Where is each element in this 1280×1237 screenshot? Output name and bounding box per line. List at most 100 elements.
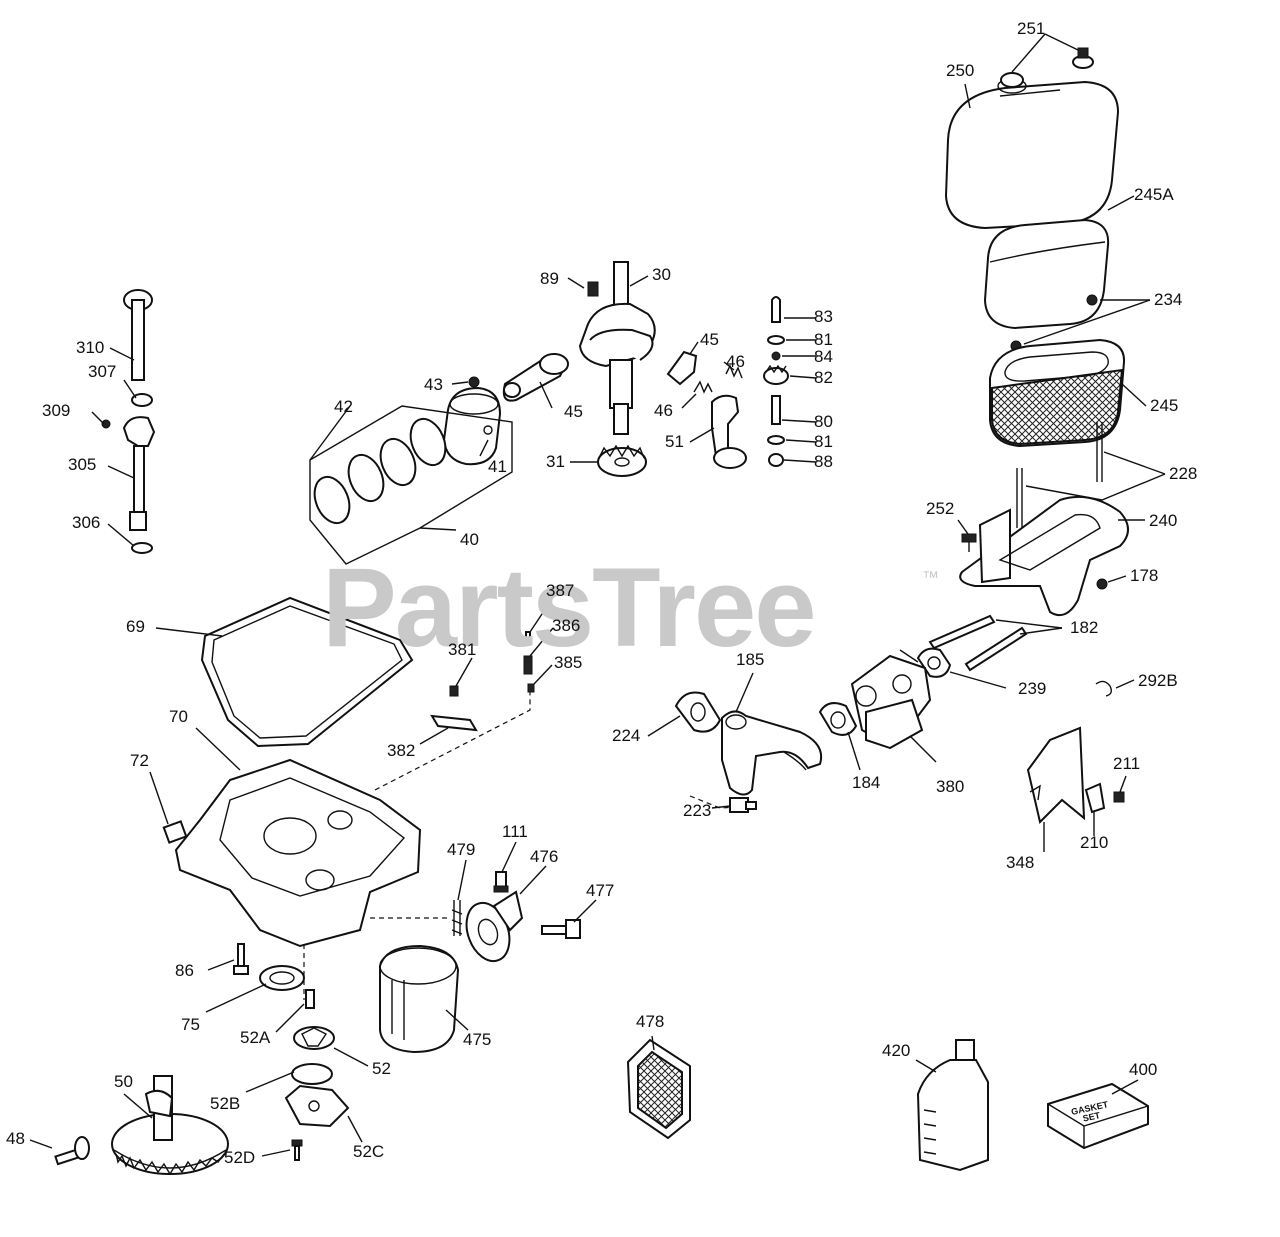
callout-234[interactable]: 234 — [1154, 290, 1183, 309]
callout-382[interactable]: 382 — [387, 741, 416, 760]
callout-476[interactable]: 476 — [530, 847, 559, 866]
callout-46-lower[interactable]: 46 — [654, 401, 673, 420]
screw-211 — [1114, 792, 1124, 802]
callout-223[interactable]: 223 — [683, 801, 712, 820]
callout-81-upper[interactable]: 81 — [814, 330, 833, 349]
air-cleaner-cover-250 — [946, 48, 1118, 228]
callout-477[interactable]: 477 — [586, 881, 615, 900]
callout-251[interactable]: 251 — [1017, 19, 1046, 38]
pin-48 — [55, 1137, 89, 1164]
callout-52C[interactable]: 52C — [353, 1142, 385, 1161]
callout-75[interactable]: 75 — [181, 1015, 200, 1034]
callout-52A[interactable]: 52A — [240, 1028, 271, 1047]
o-ring-52B — [292, 1064, 332, 1084]
intake-manifold-185 — [722, 711, 821, 794]
callout-88[interactable]: 88 — [814, 452, 833, 471]
callout-40[interactable]: 40 — [460, 530, 479, 549]
callout-310[interactable]: 310 — [76, 338, 105, 357]
callout-46-upper[interactable]: 46 — [726, 352, 745, 371]
callout-305[interactable]: 305 — [68, 455, 97, 474]
callout-380[interactable]: 380 — [936, 777, 965, 796]
screw-52D — [292, 1140, 302, 1160]
callout-306[interactable]: 306 — [72, 513, 101, 532]
spring-46a — [726, 366, 742, 378]
gasket-184 — [820, 703, 856, 735]
callout-89[interactable]: 89 — [540, 269, 559, 288]
callout-381[interactable]: 381 — [448, 640, 477, 659]
callout-70[interactable]: 70 — [169, 707, 188, 726]
sump-70 — [176, 760, 420, 946]
callout-41[interactable]: 41 — [488, 457, 507, 476]
callout-182[interactable]: 182 — [1070, 618, 1099, 637]
callout-72[interactable]: 72 — [130, 751, 149, 770]
governor-arm-45 — [668, 352, 696, 384]
callout-250[interactable]: 250 — [946, 61, 975, 80]
callout-83[interactable]: 83 — [814, 307, 833, 326]
air-cleaner-base-240 — [960, 497, 1128, 615]
callout-420[interactable]: 420 — [882, 1041, 911, 1060]
callout-69[interactable]: 69 — [126, 617, 145, 636]
air-filter-element-245 — [990, 340, 1124, 446]
callout-309[interactable]: 309 — [42, 401, 71, 420]
callout-348[interactable]: 348 — [1006, 853, 1035, 872]
callout-228[interactable]: 228 — [1169, 464, 1198, 483]
callout-292B[interactable]: 292B — [1138, 671, 1178, 690]
callout-82[interactable]: 82 — [814, 368, 833, 387]
trademark-symbol: ™ — [922, 568, 939, 587]
callout-50[interactable]: 50 — [114, 1072, 133, 1091]
callout-385[interactable]: 385 — [554, 653, 583, 672]
callout-51[interactable]: 51 — [665, 432, 684, 451]
callout-30[interactable]: 30 — [652, 265, 671, 284]
callout-84[interactable]: 84 — [814, 347, 833, 366]
bolt-223 — [730, 798, 756, 812]
gasket-set-box-400 — [1048, 1084, 1148, 1148]
callout-42[interactable]: 42 — [334, 397, 353, 416]
callout-45-rod[interactable]: 45 — [564, 402, 583, 421]
callout-52B[interactable]: 52B — [210, 1094, 241, 1113]
callout-31[interactable]: 31 — [546, 452, 565, 471]
parts-tree-watermark: PartsTree — [322, 545, 817, 670]
callout-43[interactable]: 43 — [424, 375, 443, 394]
callout-111[interactable]: 111 — [502, 822, 528, 841]
callout-52[interactable]: 52 — [372, 1059, 391, 1078]
callout-240[interactable]: 240 — [1149, 511, 1178, 530]
oil-bottle-420 — [918, 1040, 988, 1170]
dowel-387 — [526, 632, 530, 644]
spring-386 — [524, 656, 532, 674]
callout-211[interactable]: 211 — [1113, 754, 1141, 773]
callout-387[interactable]: 387 — [546, 581, 575, 600]
callout-245[interactable]: 245 — [1150, 396, 1179, 415]
callout-475[interactable]: 475 — [463, 1030, 492, 1049]
callout-400[interactable]: 400 — [1129, 1060, 1158, 1079]
valve-cover-gasket-478 — [628, 1040, 690, 1138]
callout-479[interactable]: 479 — [447, 840, 476, 859]
crankcase-gasket-69 — [202, 598, 412, 746]
crankshaft-30 — [580, 262, 655, 434]
callout-478[interactable]: 478 — [636, 1012, 665, 1031]
timing-gear-31 — [598, 446, 646, 476]
callout-252[interactable]: 252 — [926, 499, 955, 518]
connecting-rod-45 — [504, 354, 568, 401]
callout-185[interactable]: 185 — [736, 650, 765, 669]
callout-81-lower[interactable]: 81 — [814, 432, 833, 451]
callout-307[interactable]: 307 — [88, 362, 117, 381]
callout-48[interactable]: 48 — [6, 1129, 25, 1148]
callout-45-governor[interactable]: 45 — [700, 330, 719, 349]
callout-386[interactable]: 386 — [552, 616, 581, 635]
nut-234a — [1087, 295, 1097, 305]
o-ring-306 — [132, 543, 152, 553]
callout-80[interactable]: 80 — [814, 412, 833, 431]
callout-245A[interactable]: 245A — [1134, 185, 1174, 204]
bolt-477 — [542, 920, 580, 938]
callout-210[interactable]: 210 — [1080, 833, 1109, 852]
callout-184[interactable]: 184 — [852, 773, 881, 792]
callout-86[interactable]: 86 — [175, 961, 194, 980]
callout-52D[interactable]: 52D — [224, 1148, 256, 1167]
governor-stack — [764, 297, 788, 466]
callout-239[interactable]: 239 — [1018, 679, 1047, 698]
clip-292B — [1096, 681, 1111, 696]
screw-309 — [102, 420, 110, 428]
callout-224[interactable]: 224 — [612, 726, 641, 745]
callout-178[interactable]: 178 — [1130, 566, 1159, 585]
